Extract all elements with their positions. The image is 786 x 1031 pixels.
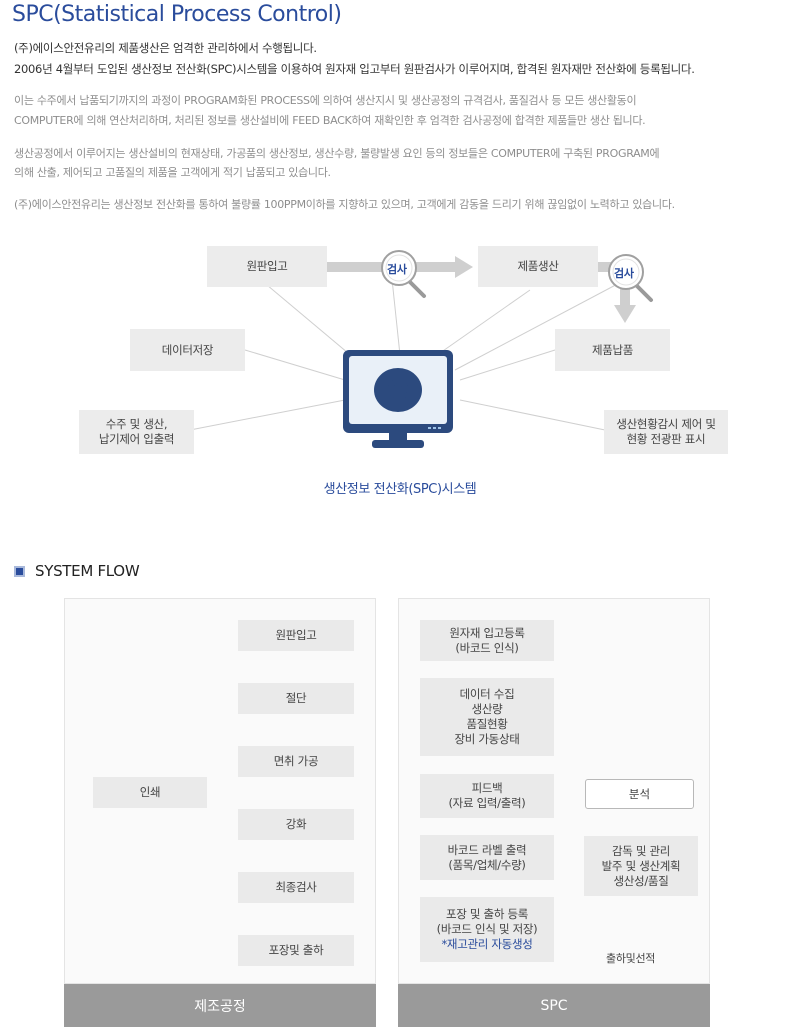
intro-line-2: 2006년 4월부터 도입된 생산정보 전산화(SPC)시스템을 이용하여 원자… [14,62,695,76]
spc-box5-note: *재고관리 자동생성 [441,937,533,951]
spc-box1-line2: (바코드 인식) [455,640,519,655]
magnifier-icon-2 [608,254,653,302]
intro-para4: (주)에이스안전유리는 생산정보 전산화를 통하여 불량률 100PPM이하를 … [14,198,675,211]
spc-box-feedback: 피드백 (자료 입력/출력) [420,774,554,818]
intro-line-1: (주)에이스안전유리의 제품생산은 엄격한 관리하에서 수행됩니다. [14,41,317,55]
spc-box2-line3: 품질현황 [466,717,508,731]
manufacturing-panel-footer: 제조공정 [64,984,376,1027]
spc-box5-line1: 포장 및 출하 등록 [445,907,529,921]
spc-box4-line2: (품목/업체/수량) [448,857,526,872]
flow-step-cut: 절단 [238,683,354,714]
node-monitor-line1: 생산현황감시 제어 및 [616,417,716,431]
spc-box2-line2: 생산량 [471,702,503,716]
spc-manage-line1: 감독 및 관리 [611,843,671,858]
spc-box-management: 감독 및 관리 발주 및 생산계획 생산성/품질 [584,836,698,896]
section-title: SYSTEM FLOW [35,562,140,580]
node-delivery: 제품납품 [555,329,670,371]
system-caption: 생산정보 전산화(SPC)시스템 [323,482,477,497]
spc-box-barcode-label: 바코드 라벨 출력 (품목/업체/수량) [420,835,554,880]
spc-box3-line2: (자료 입력/출력) [448,796,526,810]
section-bullet-icon [14,565,25,577]
flow-step-temper: 강화 [238,809,354,840]
spc-box5-line2: (바코드 인식 및 저장) [436,922,538,936]
node-order-line1: 수주 및 생산, [105,417,168,431]
node-monitor-line2: 현황 전광판 표시 [626,432,706,446]
node-production: 제품생산 [478,246,598,287]
magnifier-icon-1 [381,250,426,298]
intro-para3-line2: 의해 산출, 제어되고 고품질의 제품을 고객에게 적기 납품되고 있습니다. [14,166,331,179]
spc-box-analysis: 분석 [585,779,694,809]
inspect-label-1: 검사 [387,263,407,276]
flow-step-final-inspect: 최종검사 [238,872,354,903]
monitor-letter: e [386,367,410,407]
spc-box2-line1: 데이터 수집 [459,687,515,701]
node-raw-input: 원판입고 [207,246,327,287]
node-data-storage: 데이터저장 [130,329,245,371]
intro-para3-line1: 생산공정에서 이루어지는 생산설비의 현재상태, 가공품의 생산정보, 생산수량… [14,147,660,160]
monitor-icon [343,350,453,448]
spc-box-data-collect: 데이터 수집 생산량 품질현황 장비 가동상태 [420,678,554,756]
flow-step-print: 인쇄 [93,777,207,808]
spc-panel-footer: SPC [398,984,710,1027]
spc-box2-line4: 장비 가동상태 [454,732,520,746]
flow-step-pack-ship: 포장및 출하 [238,935,354,966]
intro-para2-line2: COMPUTER에 의해 연산처리하며, 처리된 정보를 생산설비에 FEED … [14,114,646,127]
spc-box-material-register: 원자재 입고등록 (바코드 인식) [420,620,554,661]
spc-box3-line1: 피드백 [471,781,503,795]
spc-manage-line2: 발주 및 생산계획 [601,858,681,873]
node-order-control: 수주 및 생산, 납기제어 입출력 [79,410,194,454]
spc-box4-line1: 바코드 라벨 출력 [447,842,527,857]
flow-step-raw: 원판입고 [238,620,354,651]
flow-step-edge: 면취 가공 [238,746,354,777]
spc-manage-line3: 생산성/품질 [613,873,669,888]
system-flow-heading: SYSTEM FLOW [14,562,140,580]
ship-select-label: 출하및선적 [606,952,656,965]
spc-box1-line1: 원자재 입고등록 [449,625,525,640]
spc-box-pack-ship-register: 포장 및 출하 등록 (바코드 인식 및 저장) *재고관리 자동생성 [420,897,554,962]
page-title: SPC(Statistical Process Control) [12,2,342,27]
intro-para2-line1: 이는 수주에서 납품되기까지의 과정이 PROGRAM화된 PROCESS에 의… [14,94,637,107]
inspect-label-2: 검사 [614,267,634,280]
node-monitoring: 생산현황감시 제어 및 현황 전광판 표시 [604,410,728,454]
node-order-line2: 납기제어 입출력 [98,432,175,446]
